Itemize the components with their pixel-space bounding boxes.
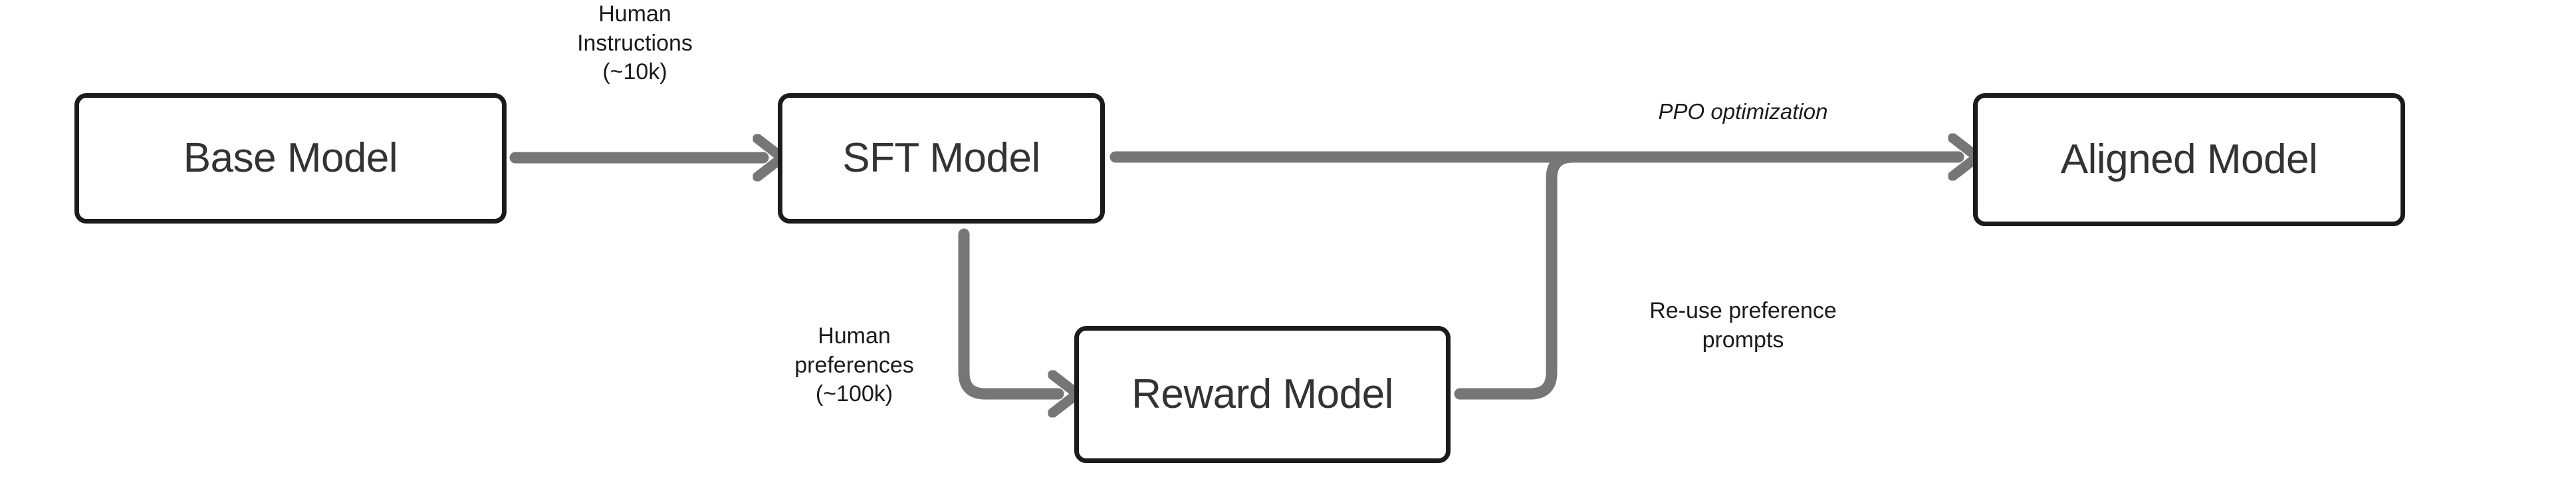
edge-sft-to-reward (958, 228, 1058, 394)
node-sft-model-label: SFT Model (842, 134, 1040, 181)
edge-label-human-instructions: Human Instructions (~10k) (577, 1, 693, 85)
edge-label-human-preferences: Human preferences (~100k) (794, 323, 914, 407)
node-reward-model[interactable]: Reward Model (1074, 326, 1451, 463)
node-aligned-model[interactable]: Aligned Model (1973, 93, 2405, 226)
edge-reward-to-ppo (1454, 151, 1579, 400)
node-reward-model-label: Reward Model (1131, 371, 1393, 417)
node-base-model[interactable]: Base Model (74, 93, 507, 224)
edge-label-ppo-optimization: PPO optimization (1658, 99, 1828, 124)
node-base-model-label: Base Model (183, 134, 398, 181)
node-aligned-model-label: Aligned Model (2060, 136, 2318, 182)
edge-label-reuse-preference-prompts: Re-use preference prompts (1649, 298, 1837, 353)
node-sft-model[interactable]: SFT Model (778, 93, 1105, 224)
